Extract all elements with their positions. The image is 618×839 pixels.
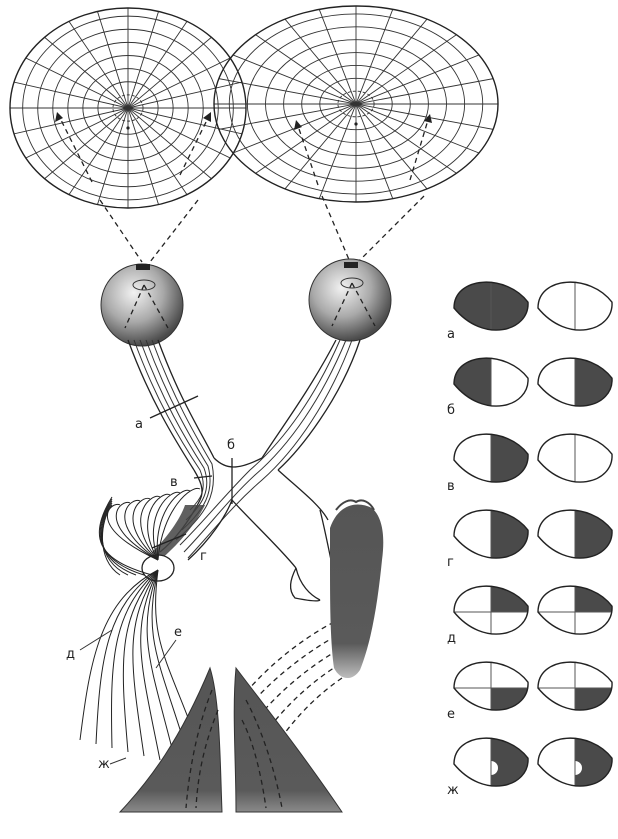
defect-field-left-7 [453, 737, 529, 787]
meyer-loop-fiber [98, 496, 153, 576]
defect-field-right-6 [537, 661, 613, 711]
blind-spot [354, 122, 358, 126]
defect-outline [537, 585, 613, 635]
meyer-loop-fiber [99, 498, 145, 576]
field-outline [9, 7, 247, 209]
defect-field-right-7 [537, 737, 613, 787]
field-defect-panel: а б в г д е ж [447, 281, 613, 798]
field-meridian [214, 73, 498, 135]
defect-field-right-2 [537, 357, 613, 407]
field-outline [213, 5, 499, 203]
defect-field-right-4 [537, 509, 613, 559]
left-eyeball [100, 263, 184, 347]
defect-outline [537, 357, 613, 407]
defect-outline [537, 737, 613, 787]
defect-shading [454, 358, 491, 407]
defect-outline [453, 585, 529, 635]
occipital-cortex [118, 666, 343, 813]
optic-pathway [127, 339, 361, 602]
label-b: б [227, 438, 235, 453]
defect-field-left-3 [453, 433, 529, 483]
meyer-loop-fiber [101, 502, 129, 576]
defect-field-left-2 [453, 357, 529, 407]
defect-field-right-1 [537, 281, 613, 331]
label-v: в [170, 475, 178, 490]
defect-shading [491, 586, 529, 612]
label-zh: ж [98, 757, 110, 772]
defect-field-left-4 [453, 509, 529, 559]
defect-outline [537, 281, 613, 331]
defect-row-label: б [447, 403, 455, 418]
defect-outline [537, 433, 613, 483]
right-visual-field [213, 5, 499, 203]
radiation-fiber [111, 499, 159, 749]
defect-outline [453, 737, 529, 787]
radiation-fiber [140, 493, 171, 761]
defect-field-left-6 [453, 661, 529, 711]
radiation-fiber [146, 491, 181, 765]
blind-spot [126, 126, 130, 130]
defect-outline [453, 509, 529, 559]
left-visual-field [9, 7, 247, 209]
defect-outline [537, 509, 613, 559]
defect-row-label: е [447, 707, 455, 722]
defect-field-right-3 [537, 433, 613, 483]
right-eyeball [308, 258, 392, 342]
defect-row-label: в [447, 479, 455, 494]
defect-row-label: г [447, 555, 454, 570]
label-g: г [200, 549, 207, 564]
label-a: а [135, 417, 143, 432]
defect-row-label: ж [447, 783, 459, 798]
radiation-fiber [122, 497, 159, 753]
defect-outline [453, 433, 529, 483]
defect-field-left-5 [453, 585, 529, 635]
defect-outline [537, 661, 613, 711]
meyer-loop-fiber [100, 500, 137, 576]
defect-outline [453, 281, 529, 331]
radiation-fiber [95, 501, 159, 745]
label-e: е [174, 625, 182, 640]
radiation-fiber [79, 503, 159, 741]
defect-outline [453, 661, 529, 711]
field-meridian [10, 76, 246, 140]
diagram-labels: а б в г д е ж [66, 417, 235, 772]
defect-field-left-1 [453, 281, 529, 331]
defect-field-right-5 [537, 585, 613, 635]
defect-row-label: д [447, 631, 456, 646]
optic-radiation-left [79, 487, 209, 773]
projection-lines [55, 112, 432, 263]
defect-row-label: а [447, 327, 455, 342]
defect-shading [575, 586, 613, 612]
label-d: д [66, 647, 75, 662]
defect-outline [453, 357, 529, 407]
radiation-fiber [132, 495, 161, 757]
